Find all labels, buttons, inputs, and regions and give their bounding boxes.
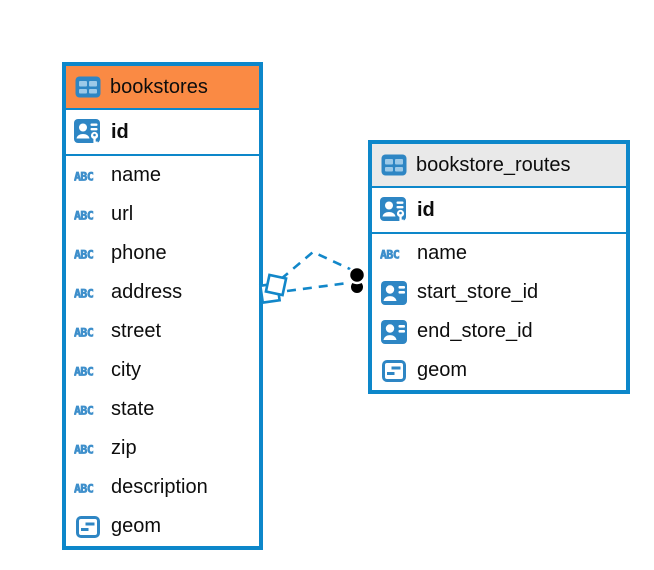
table-title: bookstore_routes: [416, 153, 571, 176]
column-row-name[interactable]: ABC name: [66, 156, 259, 195]
table-icon: [75, 76, 101, 98]
column-name: name: [111, 164, 162, 186]
column-name: start_store_id: [417, 281, 539, 303]
abc-text-icon: ABC: [380, 246, 408, 262]
column-row-description[interactable]: ABC description: [66, 468, 259, 507]
relation-diamond-marker-back[interactable]: [258, 281, 282, 305]
abc-text-icon: ABC: [74, 363, 102, 379]
column-name: phone: [111, 242, 167, 264]
svg-text:ABC: ABC: [74, 442, 94, 456]
abc-text-icon: ABC: [74, 168, 102, 184]
column-row-street[interactable]: ABC street: [66, 312, 259, 351]
column-name: city: [111, 359, 141, 381]
column-name: street: [111, 320, 162, 342]
columns-section: ABC name ABC url ABC phone ABC address A…: [66, 156, 259, 546]
relation-diamond-marker-front[interactable]: [264, 273, 288, 297]
column-row-zip[interactable]: ABC zip: [66, 429, 259, 468]
column-row-start_store_id[interactable]: start_store_id: [372, 273, 626, 312]
svg-text:ABC: ABC: [74, 403, 94, 417]
column-row-geom[interactable]: geom: [372, 351, 626, 390]
column-name: url: [111, 203, 134, 225]
table-header-bookstores[interactable]: bookstores: [66, 66, 259, 110]
column-row-name[interactable]: ABC name: [372, 234, 626, 273]
column-row-state[interactable]: ABC state: [66, 390, 259, 429]
column-row-phone[interactable]: ABC phone: [66, 234, 259, 273]
column-row-id[interactable]: id: [372, 188, 626, 232]
column-row-end_store_id[interactable]: end_store_id: [372, 312, 626, 351]
primary-key-section: id: [66, 110, 259, 156]
svg-text:ABC: ABC: [74, 325, 94, 339]
relation-circle-marker-front[interactable]: [347, 265, 367, 285]
user-id-icon: [380, 280, 408, 305]
svg-text:ABC: ABC: [74, 169, 94, 183]
columns-section: ABC name start_store_id end_store_id geo…: [372, 234, 626, 390]
user-key-icon: [380, 196, 408, 224]
column-row-address[interactable]: ABC address: [66, 273, 259, 312]
relation-circle-marker-back[interactable]: [349, 279, 365, 295]
column-name: id: [417, 198, 435, 221]
relation-link-1[interactable]: [280, 250, 353, 280]
table-header-bookstore-routes[interactable]: bookstore_routes: [372, 144, 626, 188]
svg-text:ABC: ABC: [74, 247, 94, 261]
column-name: geom: [111, 515, 162, 537]
svg-text:ABC: ABC: [74, 286, 94, 300]
relation-link-2[interactable]: [286, 281, 349, 293]
abc-text-icon: ABC: [74, 480, 102, 496]
column-name: address: [111, 281, 183, 303]
column-name: description: [111, 476, 208, 498]
table-title: bookstores: [110, 75, 208, 98]
table-bookstore-routes[interactable]: bookstore_routes id ABC name start_store…: [368, 140, 630, 394]
column-row-city[interactable]: ABC city: [66, 351, 259, 390]
user-key-icon: [74, 118, 102, 146]
svg-text:ABC: ABC: [74, 481, 94, 495]
geometry-icon: [380, 359, 408, 382]
geometry-icon: [74, 515, 102, 538]
abc-text-icon: ABC: [74, 324, 102, 340]
user-id-icon: [380, 319, 408, 344]
abc-text-icon: ABC: [74, 441, 102, 457]
abc-text-icon: ABC: [74, 246, 102, 262]
svg-text:ABC: ABC: [74, 208, 94, 222]
table-icon: [381, 154, 407, 176]
abc-text-icon: ABC: [74, 207, 102, 223]
abc-text-icon: ABC: [74, 285, 102, 301]
column-name: end_store_id: [417, 320, 533, 342]
column-row-id[interactable]: id: [66, 110, 259, 154]
svg-text:ABC: ABC: [74, 364, 94, 378]
column-row-url[interactable]: ABC url: [66, 195, 259, 234]
column-name: zip: [111, 437, 137, 459]
abc-text-icon: ABC: [74, 402, 102, 418]
primary-key-section: id: [372, 188, 626, 234]
column-name: state: [111, 398, 155, 420]
column-row-geom[interactable]: geom: [66, 507, 259, 546]
table-bookstores[interactable]: bookstores id ABC name ABC url ABC phone…: [62, 62, 263, 550]
column-name: name: [417, 242, 468, 264]
column-name: geom: [417, 359, 468, 381]
column-name: id: [111, 120, 129, 143]
svg-text:ABC: ABC: [380, 247, 400, 261]
